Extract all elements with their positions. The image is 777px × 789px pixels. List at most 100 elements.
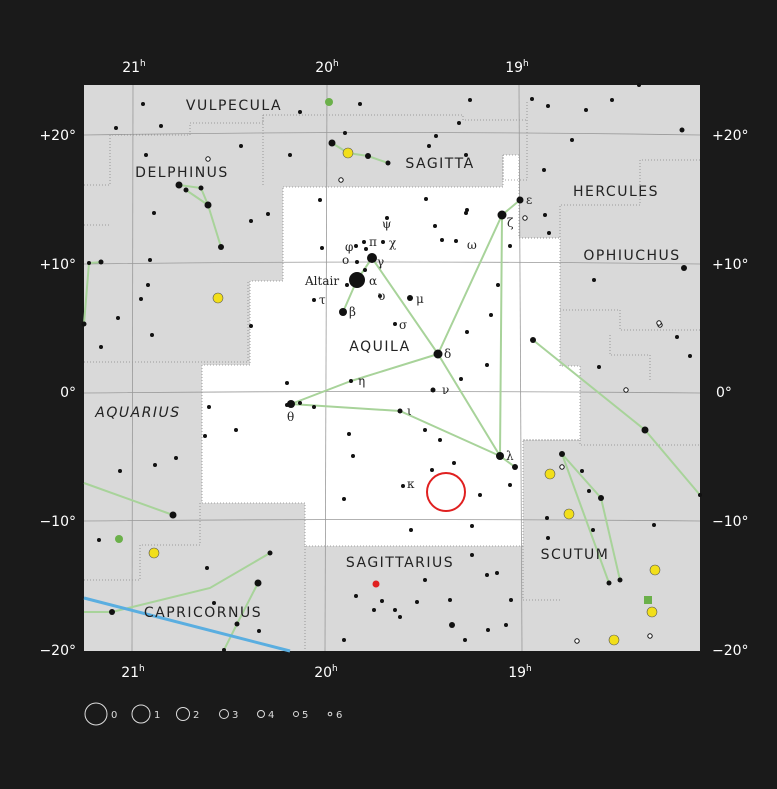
legend-mag-1-icon (131, 704, 151, 724)
variable-star-icon (522, 215, 528, 221)
star (530, 337, 536, 343)
star (349, 272, 365, 288)
star-cluster-icon (544, 468, 556, 480)
legend-mag-6-icon (327, 711, 333, 717)
star (97, 538, 101, 542)
star (546, 536, 550, 540)
label-sigma: σ (399, 318, 407, 332)
star (183, 187, 189, 193)
red-star (372, 580, 380, 588)
target-circle[interactable] (426, 472, 466, 512)
star (349, 379, 353, 383)
magnitude-legend (84, 702, 333, 726)
star (328, 139, 336, 147)
star (465, 330, 469, 334)
star (99, 345, 103, 349)
ra-axis-bottom: 21h 20h 19h (121, 664, 532, 681)
star (489, 313, 493, 317)
star (478, 493, 482, 497)
star (98, 259, 104, 265)
variable-star-icon (623, 387, 629, 393)
star (114, 126, 118, 130)
label-scutum: SCUTUM (541, 547, 610, 563)
star (592, 278, 596, 282)
star (397, 408, 403, 414)
star (464, 153, 468, 157)
star (652, 523, 656, 527)
star-labels: Altair α β γ δ ε ζ η θ ι κ λ μ ν ο π σ τ… (287, 193, 532, 491)
star (372, 608, 376, 612)
legend-label-6: 6 (336, 710, 342, 721)
star (688, 354, 692, 358)
variable-star-icon (338, 177, 344, 183)
star (641, 426, 649, 434)
star (468, 98, 472, 102)
star (342, 497, 346, 501)
dec-right-0: 0° (716, 385, 732, 401)
star (401, 484, 405, 488)
star (495, 571, 499, 575)
label-nu: ν (442, 383, 449, 397)
star (681, 265, 687, 271)
legend-label-5: 5 (302, 710, 308, 721)
label-delta: δ (444, 347, 451, 361)
dec-left-m10: −10° (39, 514, 76, 530)
dec-left-p10: +10° (39, 257, 76, 273)
label-tau: τ (319, 293, 326, 307)
label-omega: ω (467, 238, 477, 252)
dec-left-m20: −20° (39, 643, 76, 659)
star (580, 469, 584, 473)
star (207, 405, 211, 409)
star (516, 196, 524, 204)
ra-label-20h-bottom: 20h (314, 664, 338, 681)
star (146, 283, 150, 287)
star (597, 365, 601, 369)
label-upsilon: υ (378, 289, 385, 303)
label-pi: π (369, 235, 377, 249)
magnitude-legend-labels: 0 1 2 3 4 5 6 (111, 710, 342, 721)
label-altair: Altair (304, 274, 339, 288)
star (398, 615, 402, 619)
label-gamma: γ (377, 255, 384, 269)
star (249, 324, 253, 328)
star (203, 434, 207, 438)
star (463, 638, 467, 642)
label-phi: φ (345, 240, 353, 254)
star (298, 401, 302, 405)
label-beta: β (349, 305, 356, 319)
star (87, 261, 91, 265)
star (459, 377, 463, 381)
star (254, 579, 262, 587)
star (485, 573, 489, 577)
star (109, 609, 115, 615)
star (320, 246, 324, 250)
star (249, 219, 253, 223)
star (385, 216, 389, 220)
star (415, 600, 419, 604)
dec-right-m20: −20° (712, 643, 749, 659)
label-aquila: AQUILA (349, 339, 410, 355)
star (174, 456, 178, 460)
star (698, 493, 702, 497)
legend-label-2: 2 (193, 710, 199, 721)
ra-label-21h-top: 21h (122, 59, 146, 76)
star (169, 511, 177, 519)
star-cluster-icon (608, 634, 620, 646)
star (239, 144, 243, 148)
star (452, 461, 456, 465)
star (347, 432, 351, 436)
legend-label-3: 3 (232, 710, 238, 721)
ra-label-19h-bottom: 19h (508, 664, 532, 681)
star (427, 144, 431, 148)
star (606, 580, 612, 586)
star (378, 294, 382, 298)
star (423, 578, 427, 582)
star (547, 231, 551, 235)
star (497, 210, 507, 220)
ra-axis-top: 21h 20h 19h (122, 59, 529, 76)
star (486, 628, 490, 632)
star (508, 483, 512, 487)
star (543, 213, 547, 217)
star (433, 224, 437, 228)
legend-label-1: 1 (154, 710, 160, 721)
